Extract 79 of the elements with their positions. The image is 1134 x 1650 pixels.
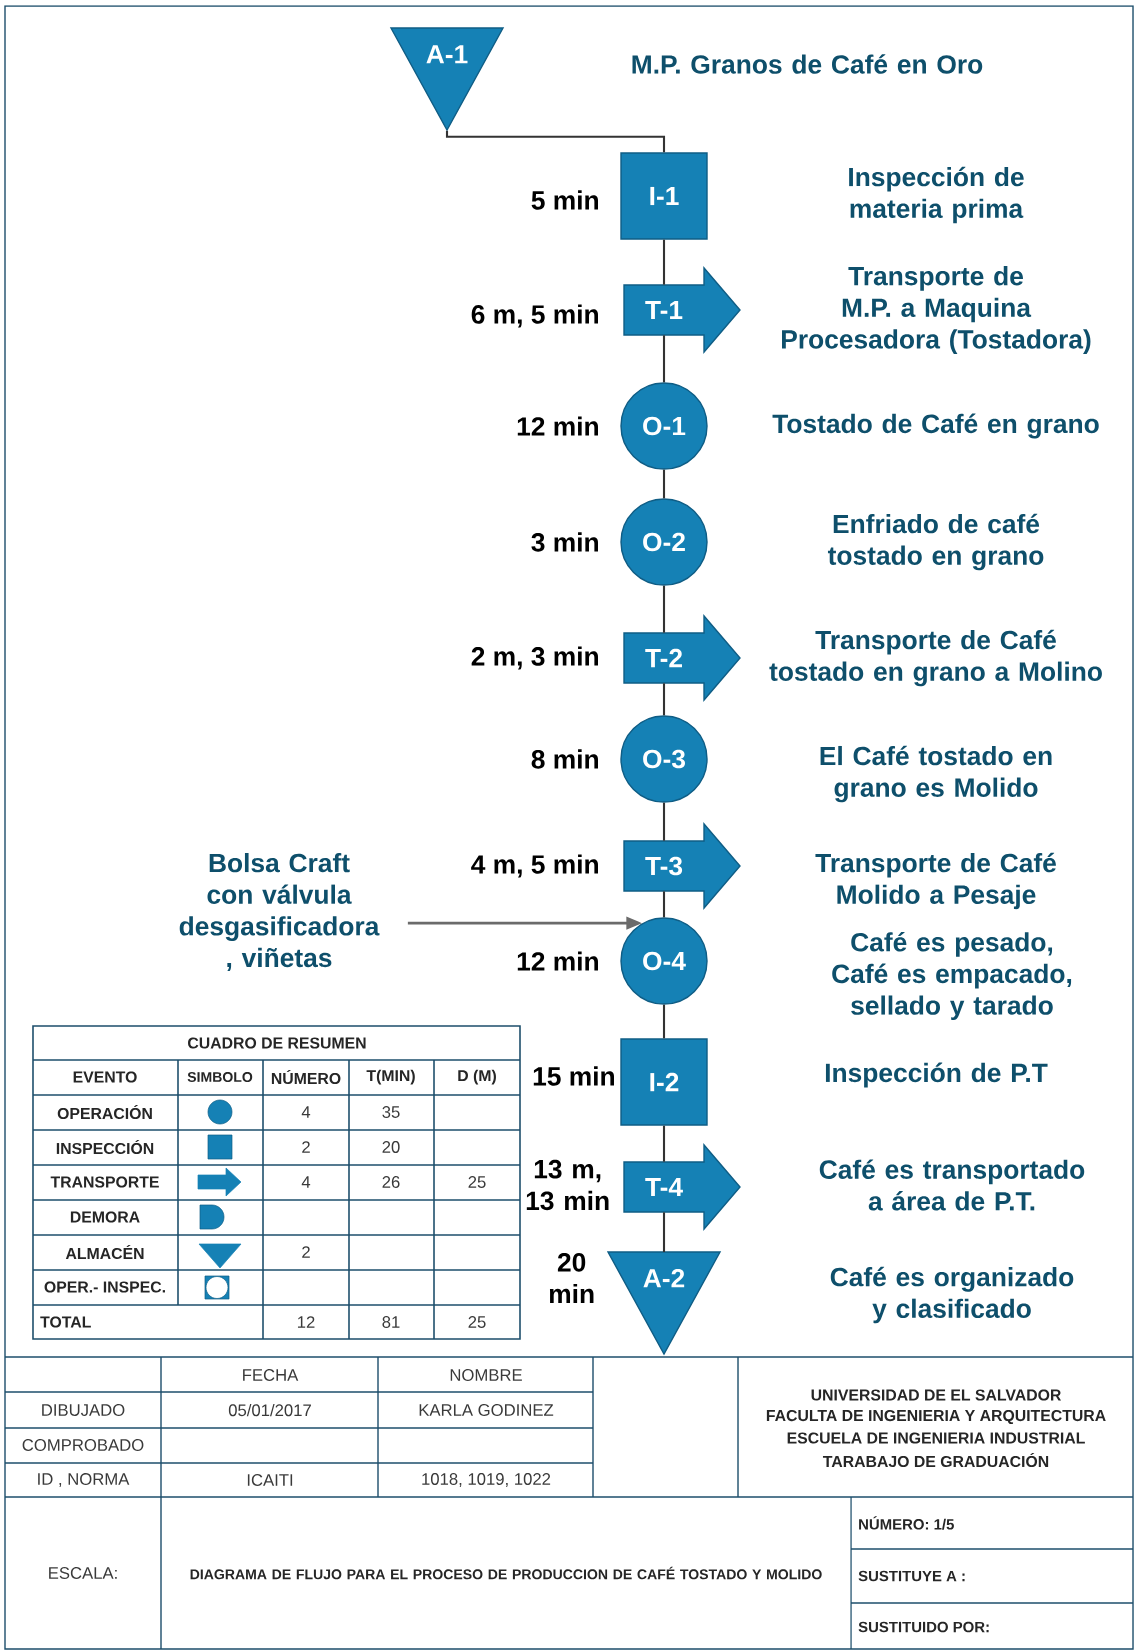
drawing-title: DIAGRAMA DE FLUJO PARA EL PROCESO DE PRODUCCION DE CAFÉ TOSTADO Y MOLIDO [190, 1566, 822, 1580]
column-header: NÚMERO [271, 1069, 341, 1085]
step-description: Transporte de Café tostado en grano a Molino [769, 629, 1102, 687]
step-description: Café es organizado y clasificado [830, 1266, 1074, 1324]
institution-line: TARABAJO DE GRADUACIÓN [822, 1452, 1049, 1468]
field-value: ICAITI [247, 1474, 293, 1486]
step-description: Inspección de materia prima [849, 166, 1024, 224]
time-label: 13 m, 13 min [526, 1159, 609, 1211]
table-value: 20 [382, 1141, 400, 1153]
connector-line [662, 1125, 666, 1162]
field-value: 05/01/2017 [228, 1403, 311, 1417]
field-label: SUSTITUYE A : [858, 1570, 965, 1582]
institution-line: FACULTA DE INGENIERIA Y ARQUITECTURA [766, 1409, 1106, 1425]
time-label: 8 min [531, 749, 598, 769]
table-value: 25 [468, 1176, 486, 1188]
field-label: SUSTITUIDO POR: [858, 1621, 989, 1633]
table-value: 4 [301, 1106, 311, 1118]
row-label: ALMACÉN [65, 1244, 144, 1260]
inspection-square: I-1 [620, 152, 708, 240]
field-value: 1018, 1019, 1022 [422, 1473, 551, 1487]
connector-line [662, 239, 666, 285]
field-label: FECHA [243, 1369, 299, 1381]
time-label: 12 min [517, 951, 598, 971]
column-header: EVENTO [73, 1071, 137, 1083]
table-heading: CUADRO DE RESUMEN [188, 1037, 366, 1049]
row-label: OPER.- INSPEC. [44, 1281, 165, 1293]
step-description: Inspección de P.T [825, 1062, 1048, 1088]
step-description: Tostado de Café en grano [772, 413, 1099, 439]
column-header: D (M) [458, 1069, 496, 1085]
table-value: 4 [301, 1176, 311, 1188]
row-label: DEMORA [70, 1211, 140, 1223]
annotation-text: Bolsa Craft con válvula desgasificadora , viñetas [179, 852, 380, 972]
table-value: 12 [298, 1316, 315, 1328]
connector-line [662, 585, 666, 633]
step-description: El Café tostado en grano es Molido [820, 745, 1052, 803]
row-label: TOTAL [40, 1316, 91, 1328]
table-value: 35 [382, 1106, 400, 1118]
step-description: Transporte de Café Molido a Pesaje [815, 852, 1056, 910]
connector-line [662, 469, 666, 499]
table-value: 25 [468, 1316, 486, 1328]
step-description: Café es transportado a área de P.T. [819, 1159, 1085, 1211]
table-value: 2 [302, 1246, 310, 1258]
table-value: 81 [382, 1316, 400, 1328]
step-description: Enfriado de café tostado en grano [827, 513, 1044, 571]
field-label: NOMBRE [450, 1369, 522, 1381]
time-label: 3 min [531, 532, 598, 552]
connector-line [662, 683, 666, 716]
field-value: KARLA GODINEZ [419, 1404, 554, 1416]
step-description: Transporte de M.P. a Maquina Procesadora (Tostadora) [782, 266, 1091, 354]
connector-line [662, 802, 666, 841]
field-label: NÚMERO: 1/5 [859, 1516, 954, 1530]
column-header: SIMBOLO [187, 1072, 253, 1082]
institution-line: UNIVERSIDAD DE EL SALVADOR [811, 1389, 1062, 1401]
connector-line [662, 891, 666, 918]
connector-line [662, 1004, 666, 1039]
time-label: 6 m, 5 min [471, 304, 598, 328]
connector-line [662, 1212, 666, 1252]
institution-line: ESCUELA DE INGENIERIA INDUSTRIAL [787, 1432, 1085, 1444]
connector-line [662, 335, 666, 383]
table-value: 26 [382, 1176, 400, 1188]
time-label: 4 m, 5 min [471, 854, 598, 878]
field-label: DIBUJADO [42, 1404, 125, 1416]
time-label: 12 min [517, 416, 598, 436]
field-label: ID , NORMA [38, 1473, 130, 1487]
field-label: COMPROBADO [22, 1439, 144, 1451]
step-description: M.P. Granos de Café en Oro [632, 54, 983, 74]
time-label: 5 min [531, 190, 598, 210]
connector-line [445, 130, 666, 153]
time-label: 2 m, 3 min [471, 646, 598, 670]
row-label: TRANSPORTE [50, 1176, 159, 1188]
time-label: 15 min [533, 1066, 614, 1086]
column-header: T(MIN) [366, 1069, 415, 1085]
time-label: 20 min [549, 1253, 594, 1304]
row-label: INSPECCIÓN [56, 1139, 154, 1155]
row-label: OPERACIÓN [57, 1104, 152, 1120]
step-description: Café es pesado, Café es empacado, sellado y tarado [832, 932, 1072, 1021]
table-value: 2 [302, 1141, 310, 1153]
field-label: ESCALA: [49, 1567, 117, 1579]
inspection-square: I-2 [620, 1038, 708, 1126]
